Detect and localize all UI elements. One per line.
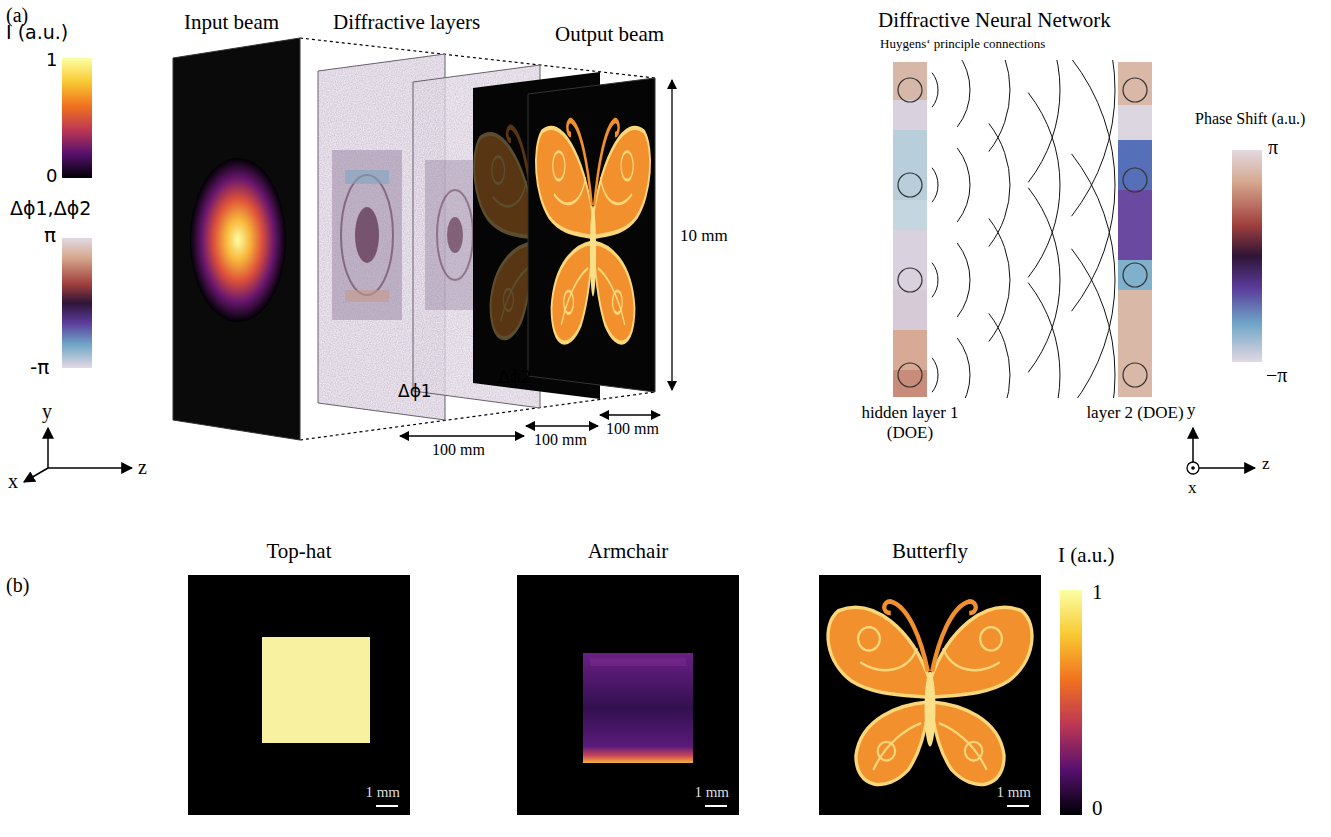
image-title: Top-hat — [188, 539, 410, 563]
colorbar-tick: 0 — [46, 166, 57, 187]
colorbar-title: I (a.u.) — [1058, 543, 1115, 567]
image-title: Armchair — [517, 539, 739, 563]
wavefront-arc — [989, 60, 1010, 152]
output-image: Butterfly1 mm — [819, 575, 1041, 815]
wavefront-arc — [957, 148, 970, 222]
colorbar-tick: 1 — [1092, 580, 1103, 604]
scale-bar-label: 1 mm — [365, 784, 400, 801]
colorbar-title: Phase Shift (a.u.) — [1195, 110, 1305, 128]
colorbar-tick: −π — [1266, 364, 1287, 387]
layer-label: hidden layer 1 (DOE) — [845, 403, 975, 442]
colorbar-tick: 0 — [1092, 796, 1103, 820]
dimension: 100 mm — [606, 420, 659, 438]
axis-label: x — [1188, 478, 1197, 498]
panel-label: Input beam — [184, 10, 279, 34]
colorbar-tick: -π — [30, 356, 49, 379]
axis-label: y — [42, 400, 52, 423]
axis-label: x — [8, 470, 18, 493]
colorbar-tick: 1 — [46, 50, 57, 71]
image-title: Butterfly — [819, 539, 1041, 563]
wavefront-arc — [957, 243, 970, 317]
axis-label: z — [1262, 454, 1270, 474]
annotation: Huygens‘ principle connections — [880, 37, 1045, 52]
scale-bar-label: 1 mm — [694, 784, 729, 801]
axis-label: z — [138, 456, 147, 479]
colorbar-tick: π — [1268, 136, 1278, 159]
colorbar-title: Δϕ1,Δϕ2 — [10, 198, 91, 220]
layer-tag: Δϕ1 — [398, 382, 432, 402]
wavefront-arc — [1072, 249, 1115, 398]
panel-label: Output beam — [555, 22, 664, 46]
doe-layer: layer 2 (DOE) — [1118, 62, 1152, 397]
wavefront-arc — [1028, 188, 1060, 373]
wavefront-arc — [1028, 93, 1060, 278]
wavefront-arc — [932, 168, 938, 202]
layer-label: layer 2 (DOE) — [1080, 403, 1190, 423]
panel-letter: (b) — [6, 574, 29, 597]
axis-label: y — [1187, 400, 1196, 420]
scale-bar-label: 1 mm — [996, 784, 1031, 801]
output-image: Top-hat1 mm — [188, 575, 410, 815]
dimension: 100 mm — [534, 431, 587, 449]
wavefront-arc — [932, 358, 938, 392]
panel-label: Diffractive layers — [333, 10, 480, 34]
wavefront-arc — [989, 313, 1010, 398]
wavefront-arc — [1072, 60, 1115, 216]
dimension: 100 mm — [432, 441, 485, 459]
dimension: 10 mm — [680, 226, 728, 246]
wavefront-arc — [957, 60, 970, 127]
panel-title: Diffractive Neural Network — [878, 8, 1111, 32]
wavefront-arc — [1028, 283, 1060, 398]
output-image: Armchair1 mm — [517, 575, 739, 815]
wavefront-arc — [989, 218, 1010, 341]
wavefront-arc — [989, 123, 1010, 246]
wavefront-arc — [1072, 154, 1115, 398]
wavefront-arc — [1072, 60, 1115, 311]
wavefront-arc — [1028, 60, 1060, 182]
colorbar-tick: π — [44, 224, 56, 247]
layer-tag: Δϕ2 — [498, 368, 532, 388]
colorbar-title: I (a.u.) — [6, 22, 68, 44]
doe-layer: hidden layer 1 (DOE) — [893, 62, 927, 397]
wavefront-arc — [957, 338, 970, 398]
wavefront-arc — [932, 73, 938, 107]
wavefront-arc — [932, 263, 938, 297]
